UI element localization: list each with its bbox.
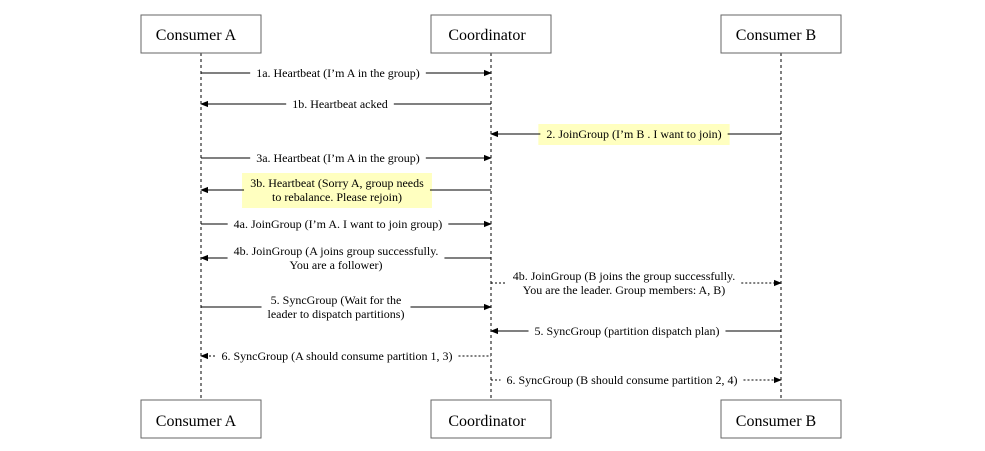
message-label: 6. SyncGroup (B should consume partition… xyxy=(507,373,738,387)
participant-coordinator-bottom: Coordinator xyxy=(430,399,552,439)
message-label: 3a. Heartbeat (I’m A in the group) xyxy=(256,151,420,165)
participant-label: Coordinator xyxy=(448,27,526,44)
message-m1a: 1a. Heartbeat (I’m A in the group) xyxy=(201,66,492,80)
message-label: You are a follower) xyxy=(289,258,382,272)
message-m6b: 6. SyncGroup (B should consume partition… xyxy=(491,373,782,387)
message-label: to rebalance. Please rejoin) xyxy=(272,190,402,204)
message-m1b: 1b. Heartbeat acked xyxy=(200,97,491,111)
message-m5b: 5. SyncGroup (partition dispatch plan) xyxy=(490,324,781,338)
message-label: 1a. Heartbeat (I’m A in the group) xyxy=(256,66,420,80)
message-label: 5. SyncGroup (partition dispatch plan) xyxy=(535,324,720,338)
message-highlight xyxy=(242,173,432,208)
message-m4a: 4a. JoinGroup (I’m A. I want to join gro… xyxy=(201,217,492,231)
participant-label: Consumer A xyxy=(156,413,237,430)
message-m3a: 3a. Heartbeat (I’m A in the group) xyxy=(201,151,492,165)
message-m4bB: 4b. JoinGroup (B joins the group success… xyxy=(491,269,782,297)
participant-coordinator-top: Coordinator xyxy=(430,14,552,54)
participant-label: Consumer B xyxy=(736,413,816,430)
participant-consumer-b-top: Consumer B xyxy=(720,14,842,54)
participant-label: Consumer A xyxy=(156,27,237,44)
message-label: 3b. Heartbeat (Sorry A, group needs xyxy=(250,176,424,190)
message-label: 6. SyncGroup (A should consume partition… xyxy=(222,349,453,363)
message-label: 5. SyncGroup (Wait for the xyxy=(271,293,402,307)
message-m4bA: 4b. JoinGroup (A joins group successfull… xyxy=(200,244,491,272)
message-label: 1b. Heartbeat acked xyxy=(292,97,388,111)
message-label: 2. JoinGroup (I’m B . I want to join) xyxy=(546,127,721,141)
message-highlight xyxy=(538,124,730,145)
participant-consumer-b-bottom: Consumer B xyxy=(720,399,842,439)
message-label: 4a. JoinGroup (I’m A. I want to join gro… xyxy=(234,217,443,231)
participant-consumer-a-top: Consumer A xyxy=(140,14,262,54)
message-label: 4b. JoinGroup (B joins the group success… xyxy=(513,269,736,283)
participant-consumer-a-bottom: Consumer A xyxy=(140,399,262,439)
message-label: 4b. JoinGroup (A joins group successfull… xyxy=(234,244,439,258)
message-m6a: 6. SyncGroup (A should consume partition… xyxy=(200,349,491,363)
participant-label: Coordinator xyxy=(448,413,526,430)
message-m2: 2. JoinGroup (I’m B . I want to join) xyxy=(490,124,781,145)
message-label: leader to dispatch partitions) xyxy=(268,307,405,321)
messages: 1a. Heartbeat (I’m A in the group) 1b. He… xyxy=(200,66,782,387)
message-label: You are the leader. Group members: A, B) xyxy=(523,283,725,297)
participant-label: Consumer B xyxy=(736,27,816,44)
